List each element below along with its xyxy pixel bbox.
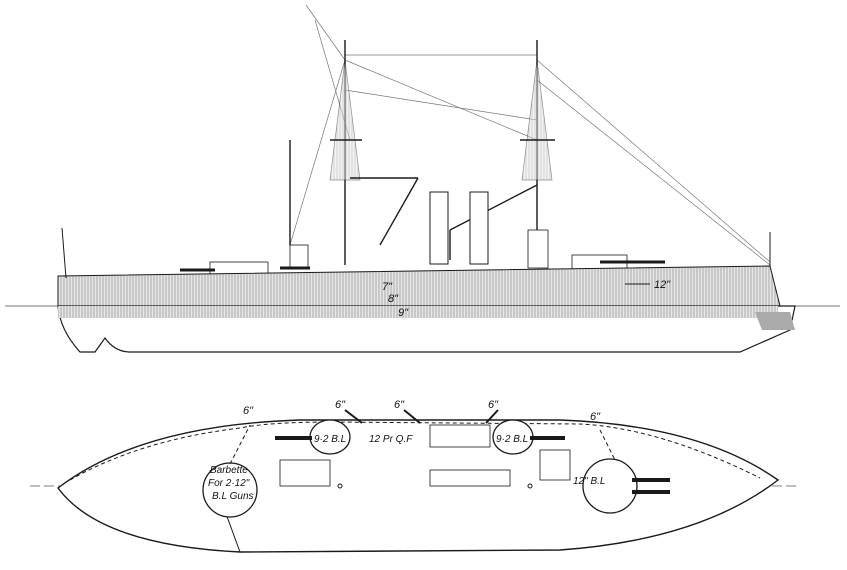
armor-label-7: 7" bbox=[382, 281, 393, 293]
qf-label: 12 Pr Q.F bbox=[369, 434, 413, 445]
barbette-label: Barbette bbox=[210, 465, 248, 476]
armor-label-12: 12" bbox=[654, 279, 671, 291]
plan-hull-outline bbox=[57, 419, 780, 553]
aft-gun-label: 9·2 B.L bbox=[496, 434, 528, 445]
turret-label: 12" B.L bbox=[573, 476, 605, 487]
armor-label-8: 8" bbox=[388, 293, 399, 305]
side-elevation bbox=[5, 4, 840, 353]
elevation-guns bbox=[180, 260, 665, 272]
fore-gun-label: 9·2 B.L bbox=[314, 434, 346, 445]
deck-plan bbox=[30, 409, 800, 553]
casemate-label: 6" bbox=[590, 411, 601, 423]
casemate-label: 6" bbox=[243, 405, 254, 417]
barbette-label: For 2·12" bbox=[208, 478, 250, 489]
casemate-label: 6" bbox=[394, 399, 405, 411]
casemate-label: 6" bbox=[488, 399, 499, 411]
hull-upper bbox=[57, 265, 781, 307]
foremast bbox=[289, 40, 419, 265]
aft-funnel bbox=[469, 191, 489, 265]
barbette-label: B.L Guns bbox=[212, 491, 254, 502]
fore-funnel bbox=[429, 191, 449, 265]
casemate-label: 6" bbox=[335, 399, 346, 411]
armor-label-9: 9" bbox=[398, 307, 409, 319]
rigging bbox=[289, 4, 771, 266]
aft-12in-turret bbox=[582, 458, 638, 514]
mainmast bbox=[449, 40, 555, 265]
